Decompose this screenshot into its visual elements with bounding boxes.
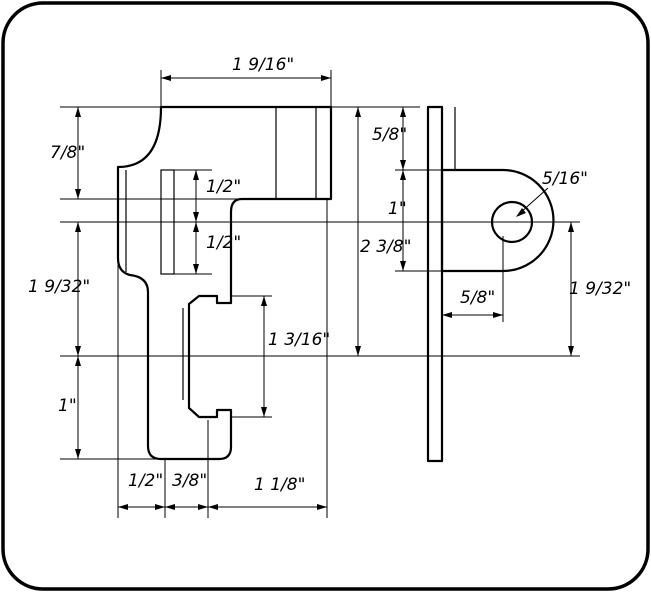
dim-label-bottom-b: 3/8"	[172, 471, 207, 491]
dim-label-top-width: 1 9/16"	[232, 55, 294, 75]
dim-label-side-right: 1 9/32"	[569, 279, 631, 299]
dim-label-cutout-height: 1 3/16"	[268, 330, 330, 350]
dim-label-side-total: 2 3/8"	[360, 237, 411, 257]
dimension-labels: 1 9/16" 7/8" 1/2" 1/2" 1 9/32" 1 3/16" 1…	[28, 55, 631, 495]
dim-label-bottom-a: 1/2"	[128, 471, 163, 491]
dim-label-left-middle: 1 9/32"	[28, 277, 90, 297]
dim-label-slot-upper: 1/2"	[206, 177, 241, 197]
dimension-lines	[77, 77, 572, 508]
dim-label-left-bottom: 1"	[58, 396, 77, 416]
dim-label-left-top: 7/8"	[50, 143, 85, 163]
side-view-lug	[440, 168, 555, 273]
dim-label-bottom-c: 1 1/8"	[254, 475, 305, 495]
arrowheads	[75, 75, 574, 510]
dim-label-side-hole: 5/16"	[542, 169, 588, 189]
dim-label-side-offset: 5/8"	[460, 288, 495, 308]
dim-label-slot-lower: 1/2"	[206, 233, 241, 253]
dim-label-side-lug: 1"	[388, 199, 407, 219]
front-view-outline	[116, 105, 333, 461]
dim-label-side-top: 5/8"	[372, 125, 407, 145]
